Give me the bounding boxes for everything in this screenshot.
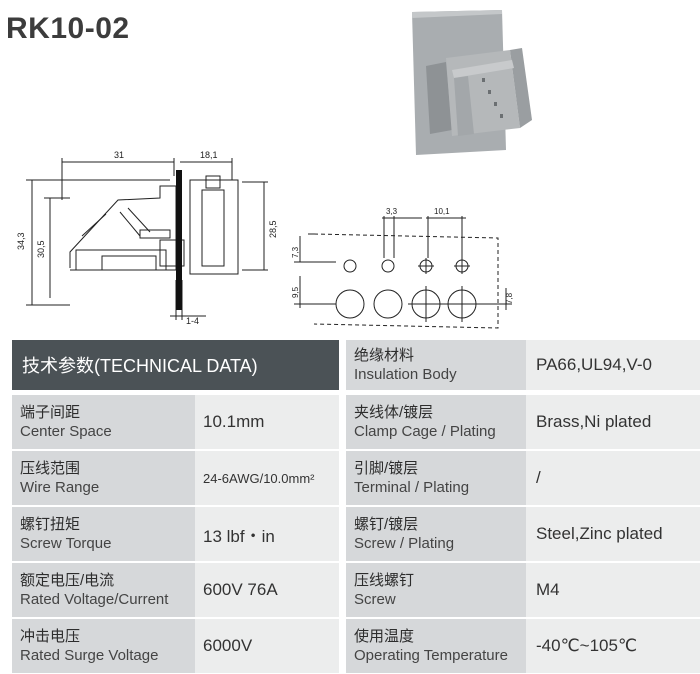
spec-label: 螺钉扭矩 Screw Torque [12,507,195,561]
table-row: 技术参数(TECHNICAL DATA) 绝缘材料 Insulation Bod… [12,340,700,390]
spec-label: 夹线体/镀层 Clamp Cage / Plating [346,395,526,449]
spec-label: 冲击电压 Rated Surge Voltage [12,619,195,673]
product-title: RK10-02 [6,12,130,45]
side-view-drawing: 31 18,1 34,3 30,5 28,5 1-4 [16,150,278,326]
product-photo [412,10,532,155]
spec-value: Brass,Ni plated [526,395,700,449]
table-row: 冲击电压 Rated Surge Voltage 6000V 使用温度 Oper… [12,619,700,673]
spec-label: 端子间距 Center Space [12,395,195,449]
dim-1-4: 1-4 [186,316,199,326]
dim-31: 31 [114,150,124,160]
spec-value: -40℃~105℃ [526,619,700,673]
table-row: 端子间距 Center Space 10.1mm 夹线体/镀层 Clamp Ca… [12,395,700,449]
spec-label: 压线螺钉 Screw [346,563,526,617]
dim-7-8: 7,8 [505,292,514,304]
spec-value: 13 lbf・in [195,507,339,561]
dim-28-5: 28,5 [268,220,278,238]
spec-label: 绝缘材料 Insulation Body [346,340,526,390]
dim-34-3: 34,3 [16,232,26,250]
dim-18-1: 18,1 [200,150,218,160]
spec-label: 使用温度 Operating Temperature [346,619,526,673]
table-row: 压线范围 Wire Range 24-6AWG/10.0mm² 引脚/镀层 Te… [12,451,700,505]
dim-10-1: 10,1 [434,207,450,216]
table-row: 螺钉扭矩 Screw Torque 13 lbf・in 螺钉/镀层 Screw … [12,507,700,561]
spec-value: / [526,451,700,505]
dim-30-5: 30,5 [36,240,46,258]
spec-value: 6000V [195,619,339,673]
spec-value: 24-6AWG/10.0mm² [195,451,339,505]
technical-data-table: 技术参数(TECHNICAL DATA) 绝缘材料 Insulation Bod… [12,340,700,674]
table-header: 技术参数(TECHNICAL DATA) [12,340,339,390]
spec-value: M4 [526,563,700,617]
dim-3-3: 3,3 [386,207,398,216]
spec-value: 600V 76A [195,563,339,617]
spec-value: PA66,UL94,V-0 [526,340,700,390]
spec-value: 10.1mm [195,395,339,449]
dim-7-3: 7,3 [291,246,300,258]
spec-value: Steel,Zinc plated [526,507,700,561]
table-row: 额定电压/电流 Rated Voltage/Current 600V 76A 压… [12,563,700,617]
spec-label: 压线范围 Wire Range [12,451,195,505]
spec-label: 引脚/镀层 Terminal / Plating [346,451,526,505]
spec-label: 额定电压/电流 Rated Voltage/Current [12,563,195,617]
dim-9-5: 9,5 [291,286,300,298]
spec-label: 螺钉/镀层 Screw / Plating [346,507,526,561]
pcb-layout-drawing: 3,3 10,1 7,3 9,5 7,8 [291,207,514,329]
